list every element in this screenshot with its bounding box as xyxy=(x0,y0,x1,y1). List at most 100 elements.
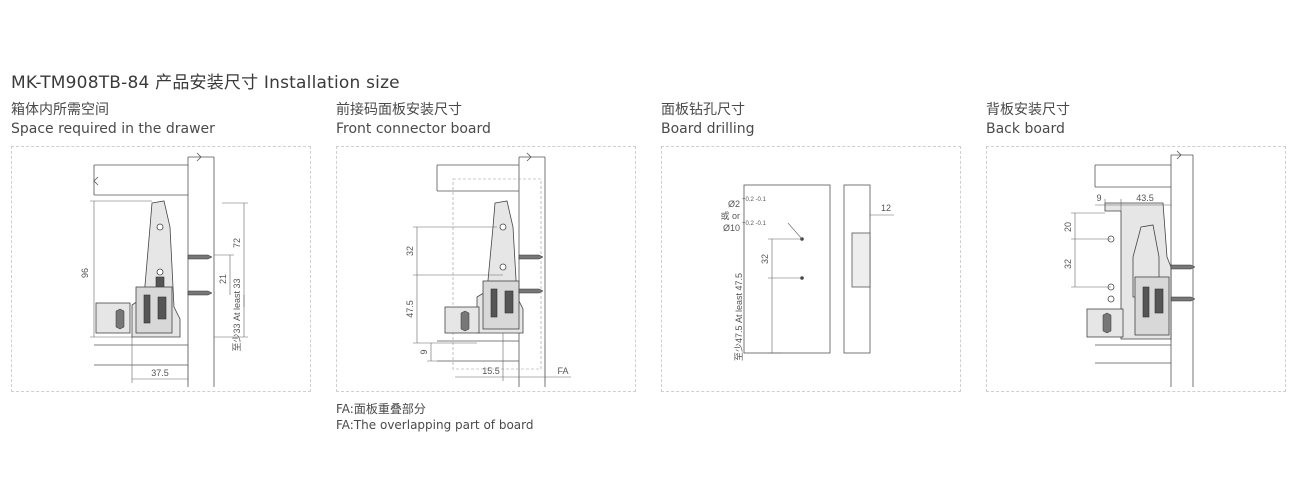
diagram-back-board: 9 43.5 20 32 xyxy=(1063,150,1196,387)
dim-label-32: 32 xyxy=(760,254,770,264)
panel-board-drilling: Ø2 +0.2 -0.1 或 or Ø10 +0.2 -0.1 32 至少47.… xyxy=(661,146,961,392)
mechanism-catch xyxy=(155,276,165,288)
hole-tolerance-small: +0.2 -0.1 xyxy=(742,197,767,203)
screw-icon xyxy=(187,290,213,296)
dim-line-96 xyxy=(90,200,152,338)
drawer-top xyxy=(1094,164,1171,188)
board-recess xyxy=(851,232,871,288)
dim-label-96: 96 xyxy=(80,268,90,278)
dim-line-72 xyxy=(222,202,248,307)
mechanism-hole xyxy=(156,268,164,276)
dim-line-32 xyxy=(413,226,503,276)
mechanism-housing xyxy=(1134,276,1170,336)
caption-cn: 箱体内所需空间 xyxy=(11,102,109,118)
mechanism-slot xyxy=(1142,286,1150,318)
dim-label-32: 32 xyxy=(1063,259,1073,269)
dim-label-9: 9 xyxy=(1096,193,1101,203)
fa-note: FA:面板重叠部分 FA:The overlapping part of boa… xyxy=(336,401,533,433)
mechanism-slot xyxy=(490,288,498,318)
dim-line-9 xyxy=(427,343,437,362)
caption-en: Front connector board xyxy=(336,121,491,137)
side-panel xyxy=(187,156,215,387)
dim-label-9: 9 xyxy=(419,349,429,354)
dim-label-33: 至少33 At least 33 xyxy=(232,278,242,351)
back-board xyxy=(1170,154,1194,387)
hole-diameter-small: Ø2 xyxy=(728,199,740,209)
mechanism-slot xyxy=(143,294,151,324)
screw-icon xyxy=(1170,296,1196,302)
mechanism-housing xyxy=(482,280,520,330)
dim-line-21 xyxy=(214,254,234,295)
panel-back-board: 9 43.5 20 32 xyxy=(986,146,1286,392)
dim-line-37 xyxy=(131,337,189,383)
drawer-top xyxy=(93,164,188,196)
diagram-drawer-space: 96 72 21 至少33 At least 33 37.5 xyxy=(80,152,248,387)
dim-line-15 xyxy=(455,333,546,381)
dim-line-32 xyxy=(768,238,802,279)
dim-label-37: 37.5 xyxy=(151,368,169,378)
mechanism-slot xyxy=(157,296,167,320)
screw-icon xyxy=(1102,312,1112,334)
break-mark xyxy=(526,152,532,162)
caption-board-drilling: 面板钻孔尺寸 Board drilling xyxy=(661,101,755,139)
caption-drawer-space: 箱体内所需空间 Space required in the drawer xyxy=(11,101,215,139)
dim-label-fa: FA xyxy=(557,366,568,376)
dim-line-20 xyxy=(1071,212,1111,240)
break-mark xyxy=(196,152,202,162)
hole-tolerance-large: +0.2 -0.1 xyxy=(742,221,767,227)
dim-line-47 xyxy=(768,278,782,354)
dim-line-47 xyxy=(413,275,477,344)
panel-front-connector: 32 47.5 9 15.5 FA xyxy=(336,146,636,392)
caption-back-board: 背板安装尺寸 Back board xyxy=(986,101,1070,139)
panel-drawer-space: 96 72 21 至少33 At least 33 37.5 xyxy=(11,146,311,392)
dim-label-43: 43.5 xyxy=(1136,193,1154,203)
dim-label-21: 21 xyxy=(218,274,228,284)
dim-label-12: 12 xyxy=(881,203,891,213)
fa-note-en: FA:The overlapping part of board xyxy=(336,418,534,432)
mechanism-hole xyxy=(499,223,507,231)
screw-icon xyxy=(1170,264,1196,270)
fa-note-cn: FA:面板重叠部分 xyxy=(336,402,426,416)
mechanism-slot xyxy=(1154,288,1164,314)
caption-en: Space required in the drawer xyxy=(11,121,215,137)
mechanism-housing xyxy=(135,286,173,334)
caption-front-connector: 前接码面板安装尺寸 Front connector board xyxy=(336,101,491,139)
caption-cn: 前接码面板安装尺寸 xyxy=(336,102,462,118)
dim-label-15: 15.5 xyxy=(482,366,500,376)
dim-label-72: 72 xyxy=(232,238,242,248)
mechanism-hole xyxy=(499,263,507,271)
leader-line xyxy=(787,222,803,240)
drawer-top xyxy=(436,164,519,192)
break-mark xyxy=(1176,150,1182,160)
caption-cn: 面板钻孔尺寸 xyxy=(661,102,745,118)
hole-or-label: 或 or xyxy=(720,210,740,221)
dim-line-32 xyxy=(1071,239,1111,288)
diagram-front-connector: 32 47.5 9 15.5 FA xyxy=(405,152,571,387)
screw-icon xyxy=(518,288,544,294)
dim-label-20: 20 xyxy=(1063,222,1073,232)
caption-en: Back board xyxy=(986,121,1065,137)
caption-cn: 背板安装尺寸 xyxy=(986,102,1070,118)
break-mark xyxy=(93,176,99,186)
dim-line-33 xyxy=(214,295,248,338)
dim-label-47: 47.5 xyxy=(405,300,415,318)
drawer-bottom xyxy=(437,340,519,362)
page-title: MK-TM908TB-84 产品安装尺寸 Installation size xyxy=(11,73,400,93)
dim-line-43 xyxy=(1121,199,1172,209)
caption-en: Board drilling xyxy=(661,121,755,137)
hole-diameter-large: Ø10 xyxy=(723,223,740,233)
diagram-board-drilling: Ø2 +0.2 -0.1 或 or Ø10 +0.2 -0.1 32 至少47.… xyxy=(720,184,894,361)
drawer-bottom xyxy=(1095,344,1171,364)
screw-icon xyxy=(115,308,125,330)
dim-label-47: 至少47.5 At least 47.5 xyxy=(734,273,744,361)
dim-label-32: 32 xyxy=(405,246,415,256)
mechanism-hole xyxy=(156,223,164,231)
overlap-outline xyxy=(452,178,542,370)
board-front-view xyxy=(743,184,831,354)
bracket-hole xyxy=(1107,295,1115,303)
mechanism-slot xyxy=(504,290,514,314)
screw-icon xyxy=(460,310,470,332)
front-block xyxy=(95,302,131,334)
screw-icon xyxy=(518,254,544,260)
drawer-bottom xyxy=(94,344,188,366)
